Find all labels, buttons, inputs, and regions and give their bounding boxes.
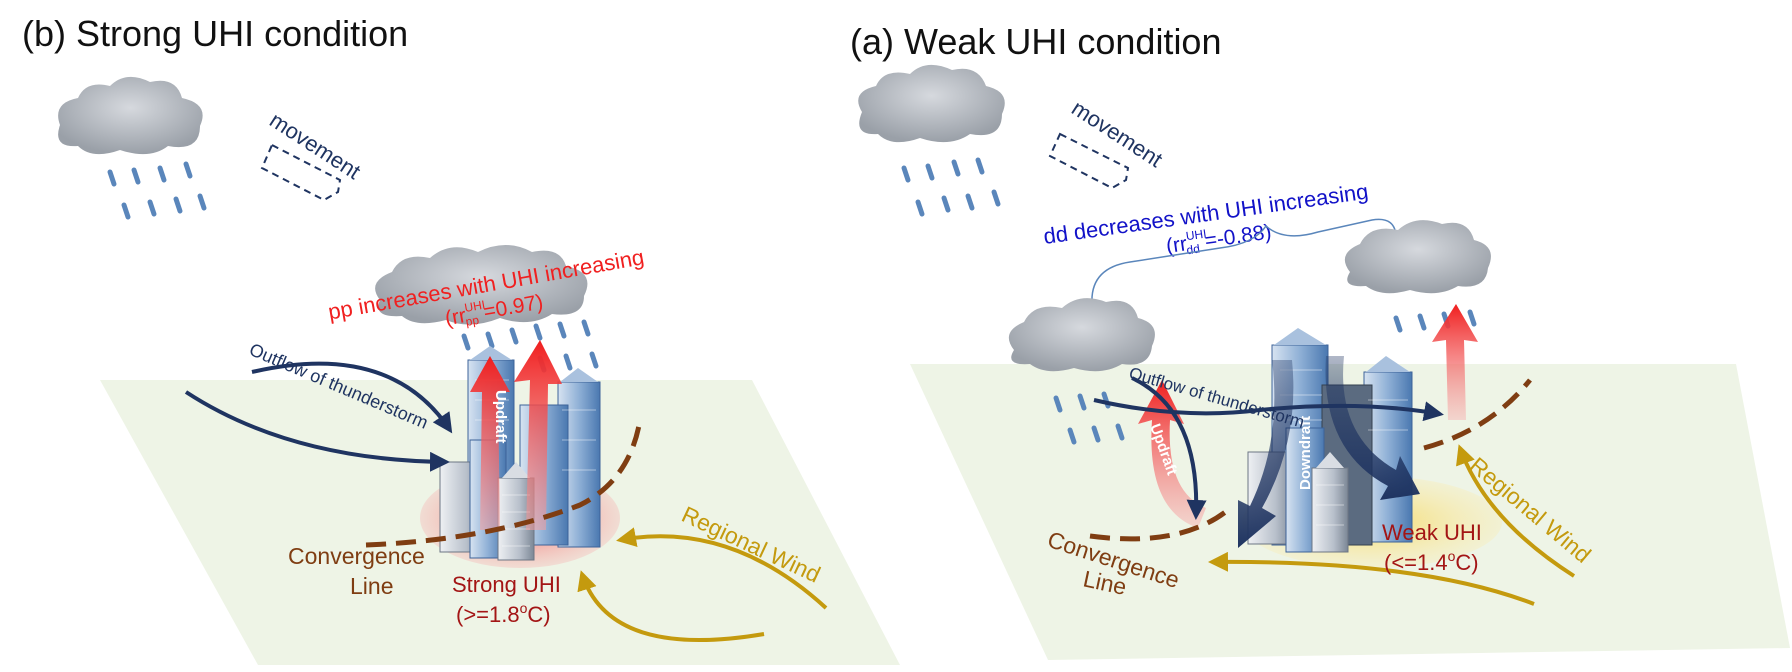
- panel-a: (a) Weak UHI condition movement dd decre…: [850, 21, 1790, 660]
- updraft-label: Updraft: [492, 390, 509, 443]
- downdraft-label: Downdraft: [1297, 416, 1314, 490]
- panel-a-title: (a) Weak UHI condition: [850, 21, 1221, 62]
- weak-uhi-value: (<=1.4oC): [1384, 548, 1479, 575]
- dd-bracket-icon: [1091, 218, 1397, 305]
- convergence-line-icon: [1089, 508, 1230, 542]
- regional-wind-arrows-icon: [1208, 444, 1576, 606]
- updraft-arrow-icon: Updraft: [470, 340, 562, 530]
- convergence-label-1: Convergence: [288, 543, 425, 569]
- movement-label: movement: [1067, 95, 1167, 172]
- outflow-arrows-icon: [1093, 376, 1444, 520]
- convergence-line-icon: [1423, 378, 1532, 451]
- updraft-arrow-right-icon: [1432, 304, 1478, 420]
- movement-arrow-icon: movement: [260, 107, 365, 202]
- strong-uhi-label: Strong UHI: [452, 572, 561, 597]
- convergence-label-2: Line: [350, 573, 393, 599]
- movement-arrow-icon: movement: [1048, 95, 1167, 190]
- regional-wind-arrows-icon: [577, 527, 828, 642]
- strong-uhi-value: (>=1.8oC): [456, 600, 551, 627]
- outflow-arrows-icon: [184, 361, 453, 472]
- rain-cloud-icon: [58, 76, 207, 220]
- weak-uhi-label: Weak UHI: [1382, 520, 1482, 545]
- movement-label: movement: [265, 107, 365, 184]
- dd-annotation: dd decreases with UHI increasing (rrUHId…: [1042, 179, 1370, 258]
- panel-b: (b) Strong UHI condition movement: [22, 13, 900, 665]
- rain-cloud-icon: [858, 64, 1005, 217]
- panel-b-title: (b) Strong UHI condition: [22, 13, 408, 54]
- convergence-line-icon: [365, 419, 643, 548]
- storm-cloud-icon: [1344, 220, 1491, 333]
